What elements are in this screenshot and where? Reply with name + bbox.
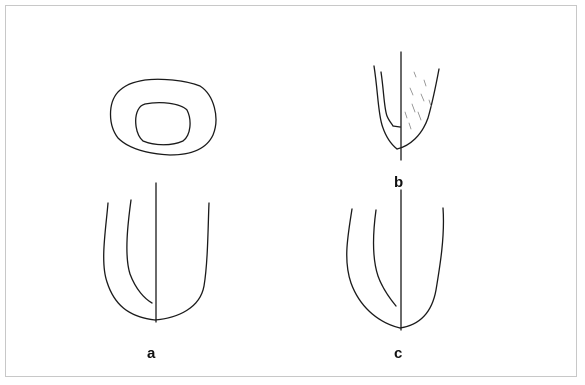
ring-inner-outline xyxy=(136,103,190,145)
sketch-c-outer-left xyxy=(347,209,400,328)
sketch-c-inner-left xyxy=(374,210,396,306)
label-c: c xyxy=(394,346,402,361)
sketch-b-outer-right xyxy=(397,69,439,149)
sketch-a-outer-right xyxy=(155,203,209,320)
ring-outer-outline xyxy=(111,79,216,155)
sketch-c-outer-right xyxy=(400,208,443,328)
label-b: b xyxy=(394,175,403,190)
label-a: a xyxy=(147,346,155,361)
sketch-b-inner-left xyxy=(381,72,393,126)
sketch-b-inner-base xyxy=(393,126,400,127)
sketch-a-outer-left xyxy=(104,203,155,320)
sketch-a-inner-left xyxy=(127,200,152,303)
